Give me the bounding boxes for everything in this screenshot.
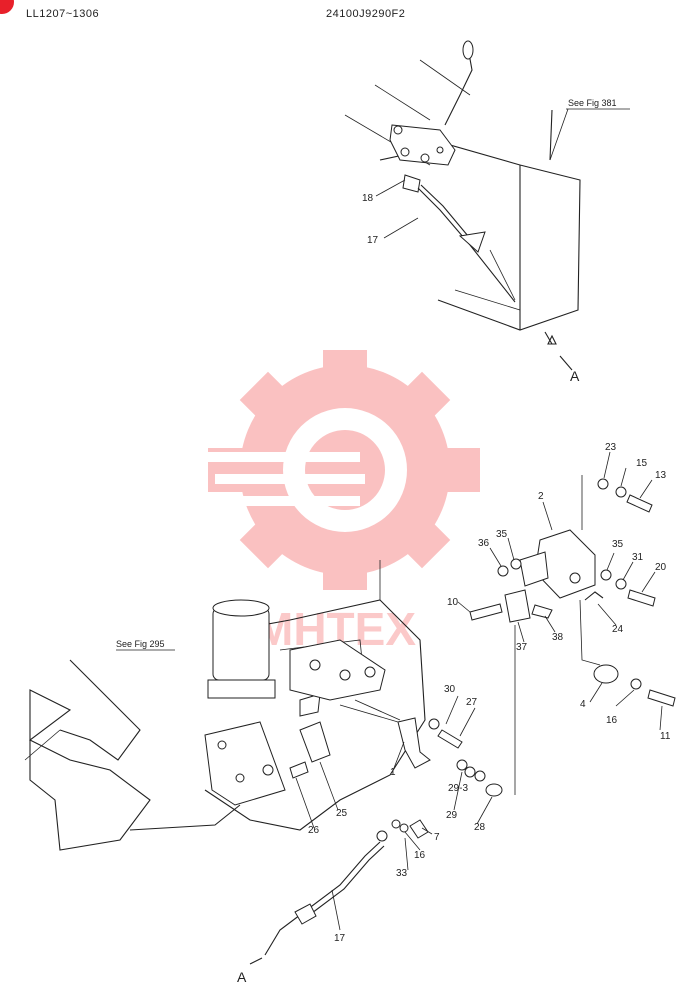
callout-25: 25 bbox=[336, 808, 348, 819]
see-fig-381-label: See Fig 381 bbox=[568, 98, 617, 108]
callout-23: 23 bbox=[605, 442, 617, 453]
callout-27: 27 bbox=[466, 697, 478, 708]
callout-24: 24 bbox=[612, 624, 624, 635]
serial-range: LL1207~1306 bbox=[26, 8, 100, 20]
callout-35-left: 35 bbox=[496, 529, 508, 540]
top-assembly bbox=[344, 40, 630, 371]
callout-29-3: 29-3 bbox=[448, 783, 468, 794]
callout-13: 13 bbox=[655, 470, 667, 481]
callout-26: 26 bbox=[308, 825, 320, 836]
callout-20: 20 bbox=[655, 562, 667, 573]
callout-18: 18 bbox=[362, 193, 374, 204]
callout-29: 29 bbox=[446, 810, 458, 821]
callout-10: 10 bbox=[447, 597, 459, 608]
callout-4: 4 bbox=[580, 699, 586, 710]
watermark-logo bbox=[200, 350, 480, 590]
callout-16-bottom: 16 bbox=[414, 850, 426, 861]
view-marker-top: A bbox=[570, 368, 580, 384]
drawing-number: 24100J9290F2 bbox=[326, 8, 406, 20]
callout-35-right: 35 bbox=[612, 539, 624, 550]
callout-28: 28 bbox=[474, 822, 486, 833]
callout-1: 1 bbox=[390, 767, 396, 778]
callout-15: 15 bbox=[636, 458, 648, 469]
callout-17-top: 17 bbox=[367, 235, 379, 246]
see-fig-295-label: See Fig 295 bbox=[116, 639, 165, 649]
callout-30: 30 bbox=[444, 684, 456, 695]
callout-2: 2 bbox=[538, 491, 544, 502]
callout-36: 36 bbox=[478, 538, 490, 549]
bottom-assembly bbox=[24, 451, 676, 965]
callout-31: 31 bbox=[632, 552, 644, 563]
callout-37: 37 bbox=[516, 642, 528, 653]
callout-7: 7 bbox=[434, 832, 440, 843]
callout-16-right: 16 bbox=[606, 715, 618, 726]
callout-38: 38 bbox=[552, 632, 564, 643]
callout-11: 11 bbox=[660, 731, 671, 742]
view-marker-bottom: A bbox=[237, 969, 247, 985]
callout-33: 33 bbox=[396, 868, 408, 879]
callout-17-bottom: 17 bbox=[334, 933, 346, 944]
